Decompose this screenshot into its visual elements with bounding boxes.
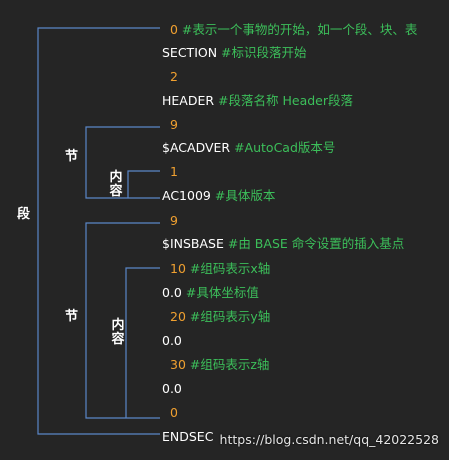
section2-bracket (85, 222, 160, 419)
content1-label: 内容 (109, 170, 123, 199)
value-line: $ACADVER #AutoCad版本号 (162, 137, 335, 159)
value-line: AC1009 #具体版本 (162, 185, 275, 207)
group-code-line: 0 (170, 402, 178, 424)
group-code: 0 (170, 22, 178, 37)
group-code-line: 0 #表示一个事物的开始，如一个段、块、表 (170, 19, 417, 41)
group-code: 1 (170, 164, 178, 179)
value-line: 0.0 (162, 378, 182, 400)
value-line: SECTION #标识段落开始 (162, 42, 307, 64)
value-text: AC1009 (162, 188, 211, 203)
section2-label: 节 (65, 309, 79, 324)
section1-label: 节 (65, 149, 79, 164)
group-code: 20 (170, 309, 186, 324)
value-line: HEADER #段落名称 Header段落 (162, 90, 353, 112)
group-code-line: 20 #组码表示y轴 (170, 306, 270, 328)
value-text: ENDSEC (162, 429, 214, 444)
group-code: 30 (170, 357, 186, 372)
value-text: 0.0 (162, 381, 182, 396)
segment-label: 段 (17, 207, 31, 222)
value-line: ENDSEC (162, 426, 213, 448)
value-text: 0.0 (162, 333, 182, 348)
group-code: 2 (170, 69, 178, 84)
value-text: HEADER (162, 93, 215, 108)
group-code-line: 2 (170, 66, 178, 88)
comment-text: #具体坐标值 (181, 285, 259, 300)
comment-text: #由 BASE 命令设置的插入基点 (223, 236, 405, 251)
comment-text: #标识段落开始 (217, 45, 307, 60)
value-line: $INSBASE #由 BASE 命令设置的插入基点 (162, 233, 404, 255)
comment-text: #组码表示y轴 (185, 309, 271, 324)
comment-text: #表示一个事物的开始，如一个段、块、表 (177, 22, 418, 37)
group-code-line: 30 #组码表示z轴 (170, 354, 269, 376)
group-code: 10 (170, 261, 186, 276)
value-text: 0.0 (162, 285, 182, 300)
content2-label: 内容 (111, 318, 125, 347)
comment-text: #组码表示x轴 (185, 261, 271, 276)
comment-text: #组码表示z轴 (185, 357, 270, 372)
group-code-line: 9 (170, 114, 178, 136)
group-code-line: 10 #组码表示x轴 (170, 258, 270, 280)
content1-bracket (127, 170, 160, 198)
comment-text: #段落名称 Header段落 (214, 93, 353, 108)
group-code: 9 (170, 117, 178, 132)
value-text: $ACADVER (162, 140, 231, 155)
comment-text: #具体版本 (210, 188, 276, 203)
group-code: 0 (170, 405, 178, 420)
value-text: SECTION (162, 45, 218, 60)
group-code-line: 9 (170, 210, 178, 232)
value-line: 0.0 (162, 330, 182, 352)
watermark: https://blog.csdn.net/qq_42022528 (219, 432, 439, 447)
content2-bracket (125, 267, 160, 418)
value-line: 0.0 #具体坐标值 (162, 282, 259, 304)
group-code: 9 (170, 213, 178, 228)
value-text: $INSBASE (162, 236, 224, 251)
group-code-line: 1 (170, 161, 178, 183)
comment-text: #AutoCad版本号 (230, 140, 336, 155)
segment-bracket (37, 27, 160, 435)
section1-bracket (85, 126, 160, 199)
